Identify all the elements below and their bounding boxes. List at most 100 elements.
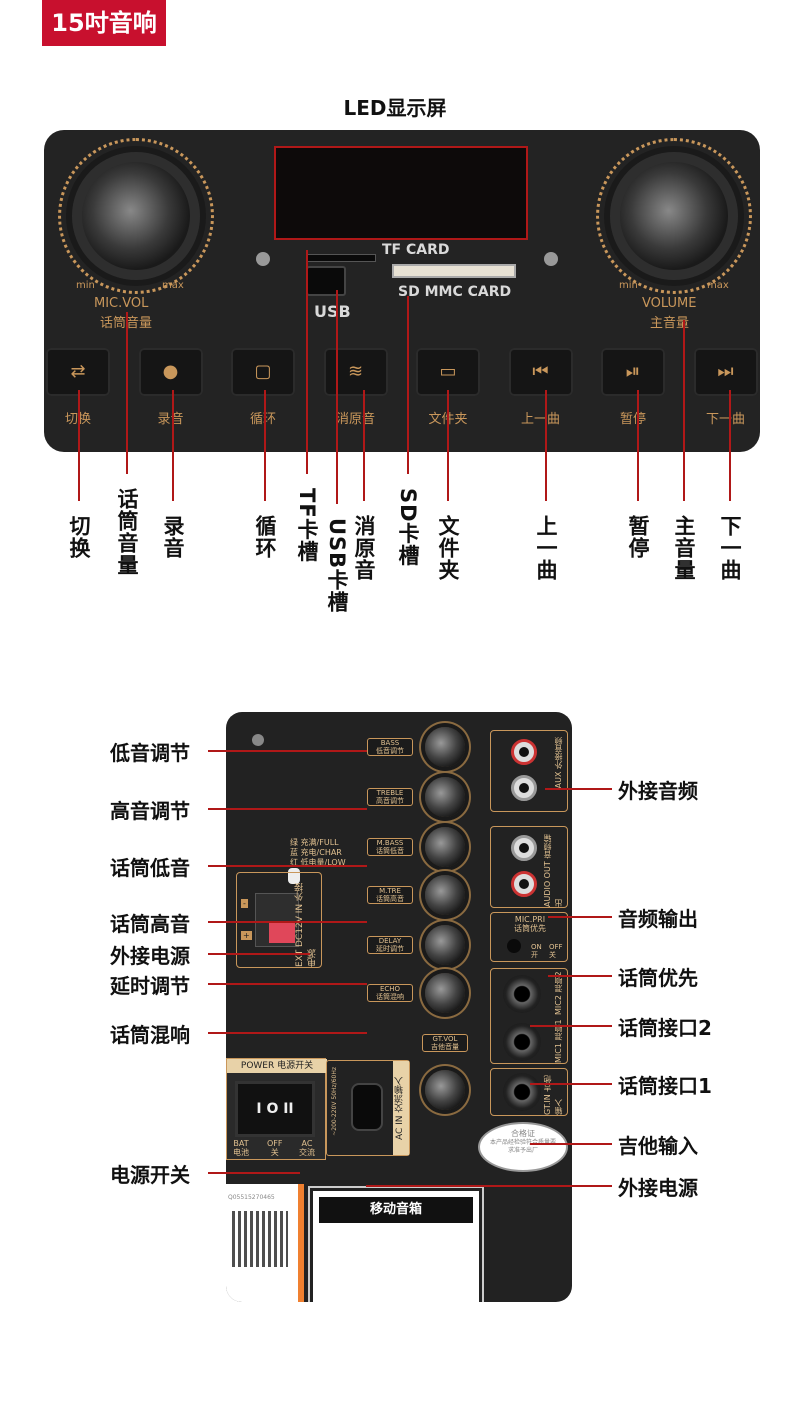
mic-pri-en: MIC.PRI xyxy=(514,915,546,924)
screw-icon xyxy=(252,734,264,746)
knob-label-cn: 低音调节 xyxy=(376,747,404,755)
loop-button[interactable]: ▢ xyxy=(231,348,295,396)
callout-line xyxy=(548,975,612,977)
callout-line xyxy=(366,1185,612,1187)
ac-power-socket[interactable] xyxy=(351,1083,383,1131)
tf-card-slot[interactable] xyxy=(306,254,376,262)
guitar-in-jack[interactable] xyxy=(503,1073,541,1111)
knob-label-cn: 高音调节 xyxy=(376,797,404,805)
minus-label: - xyxy=(241,899,248,908)
play-pause-button[interactable]: ⏯ xyxy=(601,348,665,396)
next-label: 下一曲 xyxy=(705,412,745,427)
mic2-jack[interactable] xyxy=(503,975,541,1013)
mic1-jack[interactable] xyxy=(503,1023,541,1061)
callout-line xyxy=(683,320,685,501)
cert-text: 本产品经检验符合质量要求准予出厂 xyxy=(490,1139,557,1154)
callout-line xyxy=(126,312,128,474)
callout-label: 消原音 xyxy=(352,515,376,581)
callout-line xyxy=(545,788,612,790)
audio-out-r-jack[interactable] xyxy=(511,871,537,897)
callout-label: TF卡槽 xyxy=(295,488,319,563)
callout-label: 文件夹 xyxy=(436,515,460,581)
guitar-in-label: GT.IN 吉他输入 xyxy=(543,1075,563,1115)
callout-line xyxy=(78,390,80,501)
callout-line xyxy=(208,921,367,923)
record-button[interactable]: ● xyxy=(138,348,203,396)
delay-knob[interactable] xyxy=(425,925,465,965)
audio-out-box: AUDIO OUT 音频输出 xyxy=(490,826,568,908)
callout-line xyxy=(208,953,310,955)
knob-label-cn: 话筒低音 xyxy=(376,847,404,855)
plus-label: + xyxy=(241,931,252,940)
screw-icon xyxy=(256,252,270,266)
mic2-label: MIC2 混响2 xyxy=(554,971,563,1015)
audio-out-l-jack[interactable] xyxy=(511,835,537,861)
callout-label: 低音调节 xyxy=(110,741,190,765)
product-size-tag: 15吋音响 xyxy=(42,0,166,46)
callout-line xyxy=(336,290,338,504)
previous-label: 上一曲 xyxy=(520,412,560,427)
bass-knob[interactable] xyxy=(425,727,465,767)
switch-button[interactable]: ⇄ xyxy=(46,348,110,396)
sticker-code: Q05515270465 xyxy=(228,1194,275,1201)
callout-line xyxy=(264,390,266,501)
knob-label-cn: 吉他音量 xyxy=(431,1043,459,1051)
knob-label-en: BASS xyxy=(380,739,400,747)
off-en: OFF xyxy=(549,943,563,951)
m-bass-knob[interactable] xyxy=(425,827,465,867)
sd-card-slot[interactable] xyxy=(392,264,516,278)
gt-vol-knob[interactable] xyxy=(425,1070,465,1110)
next-button[interactable]: ⏭ xyxy=(693,348,758,396)
legend-low: 红 低电量/LOW xyxy=(290,858,346,867)
m-tre-knob[interactable] xyxy=(425,875,465,915)
mic-jacks-box: MIC2 混响2 MIC1 混响1 xyxy=(490,968,568,1064)
previous-button[interactable]: ⏮ xyxy=(508,348,573,396)
aux-r-jack[interactable] xyxy=(511,739,537,765)
usb-port[interactable] xyxy=(306,266,346,296)
mic-vol-scale xyxy=(58,138,214,294)
callout-line xyxy=(208,1172,300,1174)
knob-label-cn: 话筒高音 xyxy=(376,895,404,903)
vocal-remove-button[interactable]: ≋ xyxy=(323,348,388,396)
previous-icon: ⏮ xyxy=(532,361,549,382)
max-label: max xyxy=(162,280,184,291)
treble-knob[interactable] xyxy=(425,777,465,817)
callout-label: 吉他输入 xyxy=(618,1134,698,1158)
callout-label: 延时调节 xyxy=(110,974,190,998)
battery-legend: 绿 充满/FULL 蓝 充电/CHAR 红 低电量/LOW xyxy=(290,838,346,868)
aux-box: AUX 外接音频 xyxy=(490,730,568,812)
product-name: 移动音箱 xyxy=(319,1197,473,1223)
ac-in-label: AC IN 交流输入 xyxy=(393,1061,409,1155)
callout-line xyxy=(208,1032,367,1034)
callout-line xyxy=(545,390,547,501)
callout-line xyxy=(208,750,367,752)
callout-label: 话筒优先 xyxy=(618,966,698,990)
folder-button[interactable]: ▭ xyxy=(416,348,480,396)
callout-label: SD卡槽 xyxy=(396,488,420,567)
callout-line xyxy=(208,865,367,867)
callout-line xyxy=(729,390,731,501)
mic-priority-button[interactable] xyxy=(507,939,521,953)
master-volume-knob[interactable] xyxy=(610,152,738,280)
next-icon: ⏭ xyxy=(717,361,734,382)
echo-knob[interactable] xyxy=(425,973,465,1013)
red-terminal-clip[interactable] xyxy=(269,923,295,943)
callout-line xyxy=(530,1143,612,1145)
volume-scale xyxy=(596,138,752,294)
ac-spec-label: ~200-220V 50Hz/60Hz xyxy=(331,1067,338,1136)
power-rocker-switch[interactable]: I O II xyxy=(235,1081,315,1137)
switch-label: 切换 xyxy=(44,408,118,427)
ac-cn: 交流 xyxy=(299,1148,315,1157)
mic-volume-knob[interactable] xyxy=(72,152,200,280)
loop-icon: ▢ xyxy=(254,361,272,382)
callout-label: 话筒接口2 xyxy=(618,1016,712,1040)
callout-line xyxy=(530,1083,612,1085)
play-pause-icon: ⏯ xyxy=(625,361,641,382)
aux-l-jack[interactable] xyxy=(511,775,537,801)
callout-line xyxy=(208,808,367,810)
